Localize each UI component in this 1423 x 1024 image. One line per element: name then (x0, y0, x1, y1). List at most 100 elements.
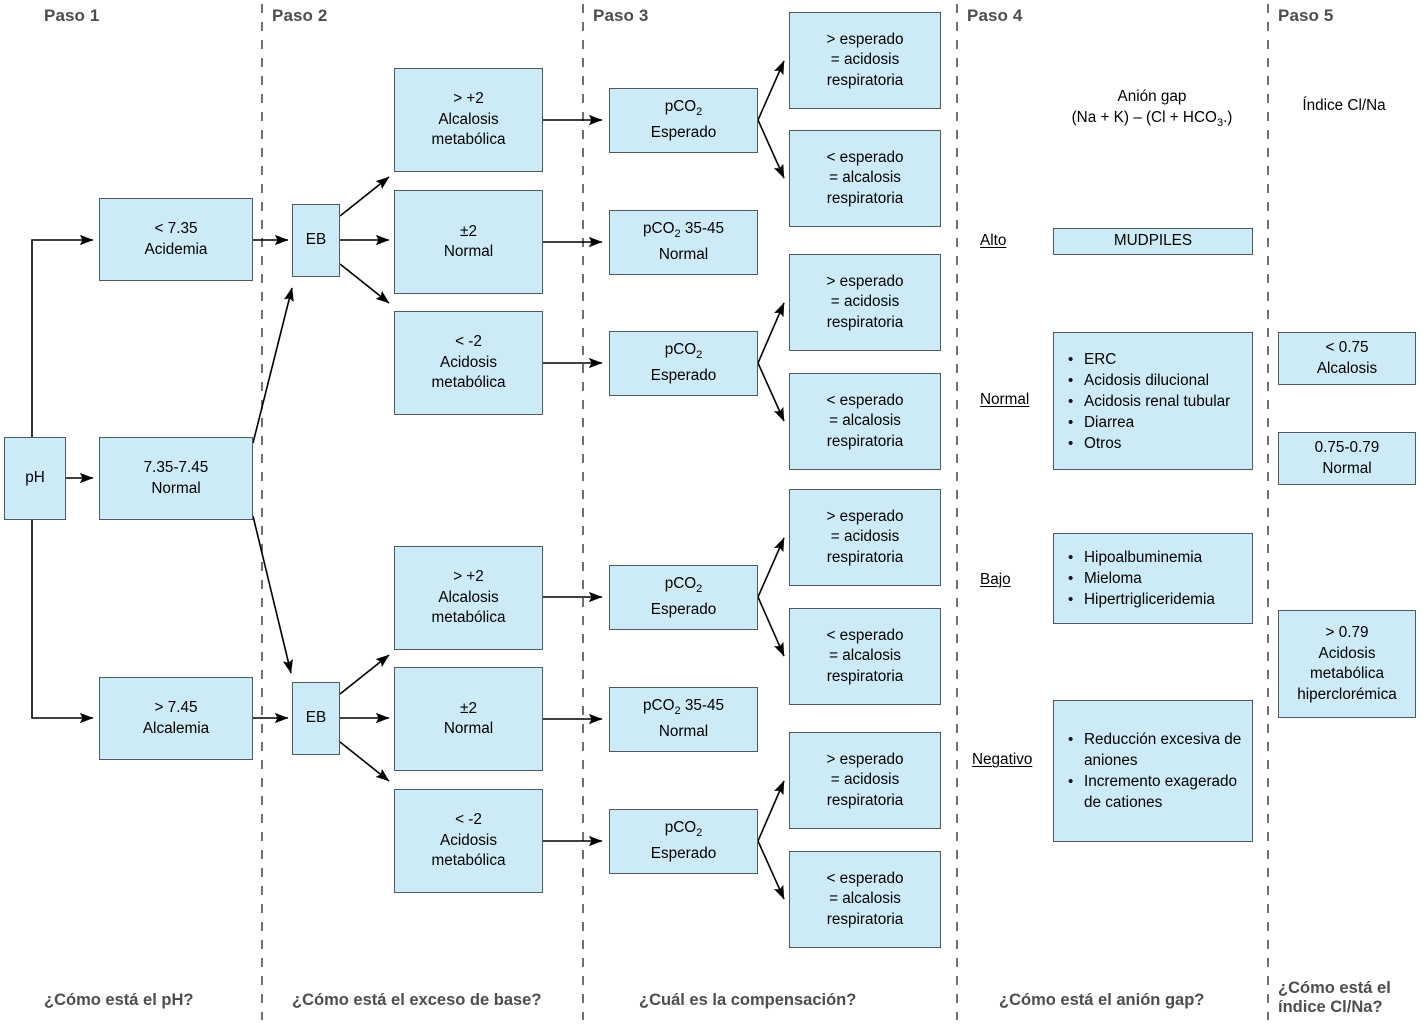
res-8-l1: < esperado (826, 869, 904, 887)
list-item: Acidosis dilucional (1068, 370, 1230, 391)
node-pco2-esperado-c[interactable]: pCO2 Esperado (609, 565, 758, 630)
pco2-na-l1a: pCO (643, 220, 675, 238)
pco2-a-sub: 2 (696, 106, 703, 119)
pco2-d-l1: pCO (664, 819, 697, 837)
step-question-5-line1: ¿Cómo está el (1278, 979, 1391, 997)
eb-up-b3-l3: metabólica (431, 374, 506, 392)
indice-cl-na-title: Índice Cl/Na (1302, 97, 1386, 114)
res-3-l1: > esperado (826, 272, 904, 290)
node-anion-gap-bajo[interactable]: Hipoalbuminemia Mieloma Hipertriglicerid… (1053, 533, 1253, 624)
eb-up-b1-l2: Alcalosis (438, 110, 499, 128)
eb-lo-b3-l3: metabólica (431, 852, 506, 870)
list-item: Diarrea (1068, 412, 1230, 433)
node-indice-alcalosis[interactable]: < 0.75 Alcalosis (1278, 332, 1416, 385)
eb-up-b2-l2: Normal (443, 243, 494, 260)
res-6-l1: < esperado (826, 626, 904, 644)
anion-gap-label-normal: Normal (980, 391, 1030, 408)
res-8-l3: respiratoria (826, 910, 904, 928)
node-result-alcalosis-4[interactable]: < esperado = alcalosis respiratoria (789, 851, 941, 948)
pco2-b-l2: Esperado (650, 367, 717, 385)
res-5-l2: = acidosis (830, 528, 900, 546)
node-ph-root[interactable]: pH (4, 437, 66, 520)
node-result-acidosis-3[interactable]: > esperado = acidosis respiratoria (789, 489, 941, 586)
node-eb-upper-alcalosis[interactable]: > +2 Alcalosis metabólica (394, 68, 543, 172)
node-ph-root-label: pH (25, 469, 45, 487)
anion-gap-formula-line2-a: (Na + K) – (Cl + HCO (1071, 109, 1217, 126)
node-result-alcalosis-1[interactable]: < esperado = alcalosis respiratoria (789, 130, 941, 227)
eb-up-b3-l1: < -2 (455, 333, 482, 351)
node-indice-normal[interactable]: 0.75-0.79 Normal (1278, 432, 1416, 485)
pco2-na-sub: 2 (674, 228, 681, 241)
node-ph-alcalemia[interactable]: > 7.45 Alcalemia (99, 677, 253, 760)
eb-lo-b2-l1: ±2 (460, 699, 477, 717)
node-eb-lower-alcalosis[interactable]: > +2 Alcalosis metabólica (394, 546, 543, 650)
idx-1-l2: Alcalosis (1316, 359, 1378, 377)
idx-3-l3: metabólica (1310, 665, 1384, 682)
node-result-acidosis-4[interactable]: > esperado = acidosis respiratoria (789, 732, 941, 829)
node-ph-acidemia[interactable]: < 7.35 Acidemia (99, 198, 253, 281)
step-header-3: Paso 3 (593, 6, 649, 25)
list-item: Hipoalbuminemia (1068, 547, 1215, 568)
anion-gap-label-bajo: Bajo (980, 571, 1011, 588)
pco2-nb-l1a: pCO (643, 697, 675, 715)
res-5-l1: > esperado (826, 507, 904, 525)
step-question-5-line2: índice Cl/Na? (1278, 998, 1383, 1016)
node-result-acidosis-2[interactable]: > esperado = acidosis respiratoria (789, 254, 941, 351)
list-item: ERC (1068, 349, 1230, 370)
node-ph-acidemia-line2: Acidemia (144, 240, 208, 258)
res-2-l2: = alcalosis (829, 169, 901, 187)
anion-gap-formula: Anión gap (Na + K) – (Cl + HCO3.) (1012, 86, 1292, 134)
res-6-l3: respiratoria (826, 667, 904, 685)
anion-gap-formula-line2-b: .) (1223, 109, 1233, 126)
anion-gap-formula-sub: 3 (1216, 117, 1224, 130)
node-result-alcalosis-3[interactable]: < esperado = alcalosis respiratoria (789, 608, 941, 705)
step-header-4: Paso 4 (967, 6, 1023, 25)
node-anion-gap-alto[interactable]: MUDPILES (1053, 228, 1253, 255)
node-result-alcalosis-2[interactable]: < esperado = alcalosis respiratoria (789, 373, 941, 470)
node-ph-normal[interactable]: 7.35-7.45 Normal (99, 437, 253, 520)
node-eb-upper-acidosis[interactable]: < -2 Acidosis metabólica (394, 311, 543, 415)
eb-up-b3-l2: Acidosis (440, 353, 497, 371)
idx-2-l1: 0.75-0.79 (1314, 439, 1380, 456)
node-result-acidosis-1[interactable]: > esperado = acidosis respiratoria (789, 12, 941, 109)
pco2-a-l2: Esperado (650, 124, 717, 142)
anion-gap-formula-line1: Anión gap (1117, 88, 1187, 105)
pco2-a-l1: pCO (664, 98, 697, 116)
node-pco2-normal-a[interactable]: pCO2 35-45 Normal (609, 210, 758, 275)
node-anion-gap-normal[interactable]: ERC Acidosis dilucional Acidosis renal t… (1053, 332, 1253, 470)
pco2-nb-l2: Normal (658, 723, 709, 741)
res-4-l1: < esperado (826, 391, 904, 409)
step-question-3: ¿Cuál es la compensación? (639, 991, 857, 1009)
res-4-l2: = alcalosis (829, 412, 901, 430)
node-pco2-esperado-b[interactable]: pCO2 Esperado (609, 331, 758, 396)
pco2-c-l2: Esperado (650, 601, 717, 619)
node-eb-lower-normal[interactable]: ±2 Normal (394, 667, 543, 771)
pco2-nb-sub: 2 (674, 705, 681, 718)
node-anion-gap-negativo[interactable]: Reducción excesiva de aniones Incremento… (1053, 700, 1253, 842)
node-eb-upper-normal[interactable]: ±2 Normal (394, 190, 543, 294)
list-item: Mieloma (1068, 568, 1215, 589)
res-6-l2: = alcalosis (829, 647, 901, 665)
node-indice-acidosis-hipercloremica[interactable]: > 0.79 Acidosis metabólica hiperclorémic… (1278, 610, 1416, 718)
node-ph-normal-line2: Normal (151, 479, 201, 497)
list-item: Otros (1068, 433, 1230, 454)
anion-gap-normal-list: ERC Acidosis dilucional Acidosis renal t… (1054, 349, 1236, 454)
res-4-l3: respiratoria (826, 432, 904, 450)
pco2-d-sub: 2 (696, 827, 703, 840)
eb-up-b1-l1: > +2 (453, 90, 484, 108)
anion-gap-bajo-list: Hipoalbuminemia Mieloma Hipertriglicerid… (1054, 547, 1221, 610)
node-pco2-normal-b[interactable]: pCO2 35-45 Normal (609, 687, 758, 752)
eb-lo-b1-l2: Alcalosis (438, 588, 499, 606)
node-pco2-esperado-d[interactable]: pCO2 Esperado (609, 809, 758, 874)
node-eb-lower-label: EB (305, 709, 327, 727)
node-eb-lower[interactable]: EB (292, 682, 340, 755)
node-eb-lower-acidosis[interactable]: < -2 Acidosis metabólica (394, 789, 543, 893)
res-1-l1: > esperado (826, 30, 904, 48)
pco2-nb-l1b: 35-45 (680, 697, 724, 715)
res-5-l3: respiratoria (826, 548, 904, 566)
node-pco2-esperado-a[interactable]: pCO2 Esperado (609, 88, 758, 153)
pco2-c-l1: pCO (664, 575, 697, 593)
node-eb-upper[interactable]: EB (292, 204, 340, 277)
node-ph-alcalemia-line1: > 7.45 (154, 699, 198, 716)
